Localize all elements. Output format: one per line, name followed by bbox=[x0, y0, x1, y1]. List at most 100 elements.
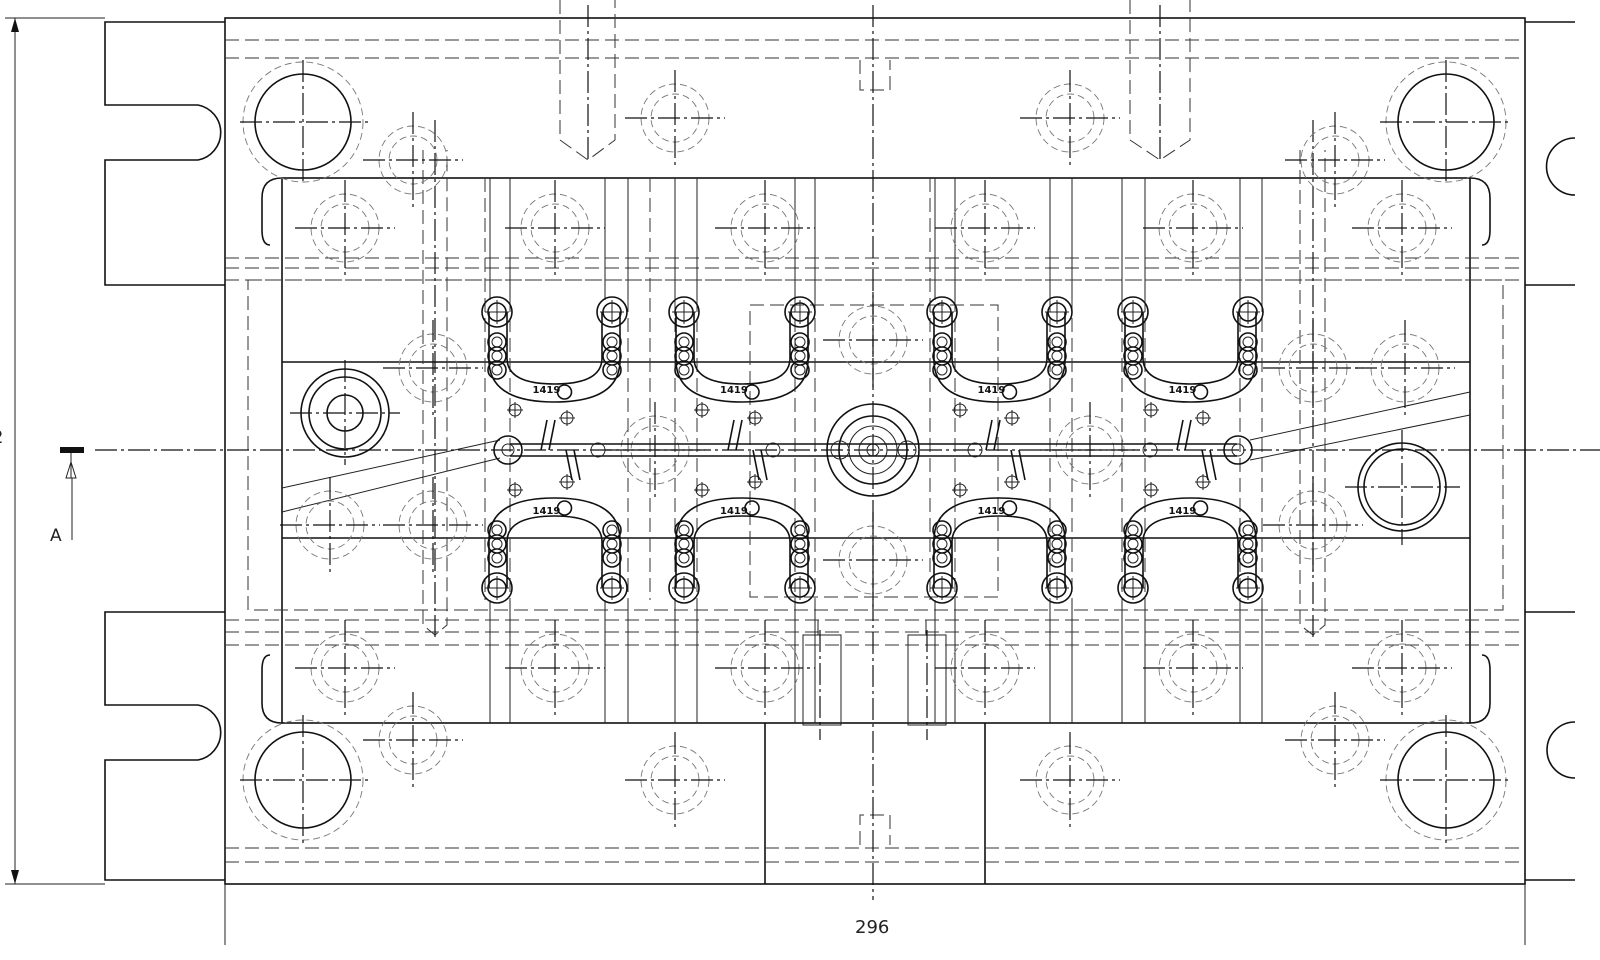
hole-crosshair bbox=[823, 292, 923, 388]
runner-branch bbox=[1010, 449, 1018, 481]
hole-crosshair bbox=[625, 70, 725, 166]
dimension-left-label: 2 bbox=[0, 427, 3, 448]
core-pin bbox=[932, 520, 952, 540]
part-number-label: 1419 bbox=[533, 385, 561, 396]
gate bbox=[556, 384, 573, 400]
core-pin-inner bbox=[936, 364, 948, 376]
ejector-marker-cross bbox=[1195, 474, 1211, 490]
mount-eye-cross bbox=[788, 576, 812, 600]
runner-branch bbox=[760, 449, 768, 481]
core-pin-inner bbox=[606, 538, 618, 550]
gate bbox=[556, 500, 573, 516]
cavity: 1419 bbox=[668, 449, 816, 604]
core-pin-inner bbox=[1051, 538, 1063, 550]
runner-branch bbox=[1176, 419, 1184, 451]
mount-eye bbox=[1117, 572, 1149, 604]
ejector-marker-cross bbox=[952, 402, 968, 418]
cavity: 1419 bbox=[668, 296, 816, 451]
hole-crosshair bbox=[1263, 320, 1363, 416]
core-pin bbox=[1047, 332, 1067, 352]
core-pin bbox=[790, 520, 810, 540]
ejector-marker-cross bbox=[1143, 482, 1159, 498]
ejector-marker-cross bbox=[507, 482, 523, 498]
core-pin bbox=[1047, 548, 1067, 568]
part-number-label: 1419 bbox=[1169, 506, 1197, 517]
dimension-bottom-label: 296 bbox=[855, 917, 889, 938]
hole-crosshair bbox=[1020, 732, 1120, 828]
core-pin bbox=[674, 332, 694, 352]
core-pin-inner bbox=[1051, 364, 1063, 376]
mount-eye-cross bbox=[1121, 300, 1145, 324]
core-pin-inner bbox=[936, 350, 948, 362]
part-outline-inner bbox=[693, 312, 791, 385]
runner-branch bbox=[735, 419, 743, 451]
mount-eye bbox=[784, 572, 816, 604]
section-marker: A bbox=[50, 447, 84, 546]
core-pin-inner bbox=[491, 364, 503, 376]
core-pin-inner bbox=[1242, 524, 1254, 536]
hole-crosshair bbox=[1143, 180, 1243, 276]
core-pin-inner bbox=[1242, 364, 1254, 376]
core-pin-inner bbox=[794, 336, 806, 348]
core-pin bbox=[602, 548, 622, 568]
core-pin-inner bbox=[1127, 364, 1139, 376]
hole-crosshair bbox=[295, 180, 395, 276]
part-number-label: 1419 bbox=[720, 506, 748, 517]
part-number-label: 1419 bbox=[720, 385, 748, 396]
core-pin-inner bbox=[1051, 524, 1063, 536]
core-pin bbox=[487, 332, 507, 352]
part-outline-inner bbox=[506, 312, 603, 385]
mount-eye bbox=[926, 296, 958, 328]
mount-eye-cross bbox=[1045, 300, 1069, 324]
hole-crosshair bbox=[1352, 620, 1452, 716]
core-pin bbox=[674, 520, 694, 540]
hole-crosshair bbox=[363, 692, 463, 788]
ejector-marker-cross bbox=[559, 410, 575, 426]
runner-branch bbox=[993, 419, 1001, 451]
ejector-marker-cross bbox=[694, 482, 710, 498]
gate bbox=[1001, 500, 1018, 516]
part-outline-inner bbox=[1142, 312, 1239, 385]
ejector-marker-cross bbox=[1143, 402, 1159, 418]
core-pin-inner bbox=[794, 524, 806, 536]
core-pin-inner bbox=[1127, 350, 1139, 362]
part-outline-inner bbox=[1142, 515, 1239, 588]
runner-branch bbox=[1018, 449, 1026, 481]
cavity: 1419 bbox=[926, 296, 1073, 451]
mount-eye bbox=[1041, 572, 1073, 604]
core-pin-inner bbox=[678, 336, 690, 348]
core-pin bbox=[1238, 332, 1258, 352]
runner-branch bbox=[1209, 449, 1217, 481]
core-pin-inner bbox=[1127, 552, 1139, 564]
part-number-label: 1419 bbox=[978, 506, 1006, 517]
hole-crosshair bbox=[383, 477, 483, 573]
core-pin bbox=[932, 360, 952, 380]
core-pin-inner bbox=[491, 350, 503, 362]
hole-crosshair bbox=[1355, 320, 1455, 416]
hole-crosshair bbox=[295, 620, 395, 716]
mount-eye-cross bbox=[930, 576, 954, 600]
mount-eye-cross bbox=[672, 576, 696, 600]
mount-eye-cross bbox=[1121, 576, 1145, 600]
hole-crosshair bbox=[935, 620, 1035, 716]
mount-eye-cross bbox=[485, 576, 509, 600]
mount-eye bbox=[1232, 296, 1264, 328]
cavity: 1419 bbox=[926, 449, 1073, 604]
part-number-label: 1419 bbox=[978, 385, 1006, 396]
core-pin-inner bbox=[678, 364, 690, 376]
hole-crosshair bbox=[715, 620, 815, 716]
core-pin-inner bbox=[606, 350, 618, 362]
gate bbox=[1192, 500, 1209, 516]
core-pin bbox=[790, 548, 810, 568]
mount-eye bbox=[1041, 296, 1073, 328]
ejector-marker-cross bbox=[1195, 410, 1211, 426]
core-guides bbox=[489, 178, 1263, 723]
core-pin-inner bbox=[491, 552, 503, 564]
mount-eye bbox=[784, 296, 816, 328]
core-pin bbox=[602, 360, 622, 380]
core-pin-inner bbox=[1051, 350, 1063, 362]
hole-crosshair bbox=[280, 477, 380, 573]
hole-crosshair bbox=[935, 180, 1035, 276]
